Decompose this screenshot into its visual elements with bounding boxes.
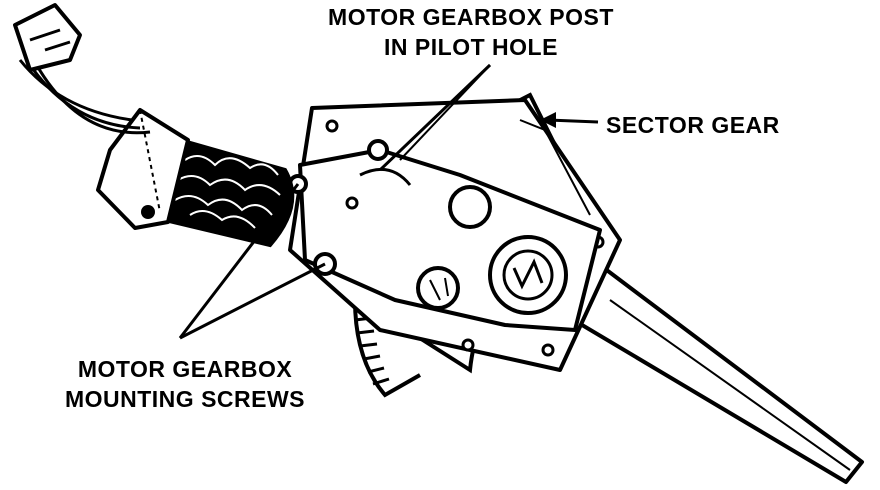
callout-mounting-screws: MOTOR GEARBOX MOUNTING SCREWS — [40, 354, 330, 414]
wire-connector — [13, 3, 82, 72]
leader-line-post — [378, 63, 492, 172]
motor-end-cap-bolt — [141, 205, 155, 219]
leader-line-post-2 — [399, 64, 491, 161]
gearbox-cover-circle — [448, 185, 492, 229]
callout-screws-line1: MOTOR GEARBOX — [77, 356, 293, 382]
motor-body — [162, 137, 295, 248]
callout-sector-gear: SECTOR GEAR — [606, 112, 780, 138]
callout-screws-line2: MOUNTING SCREWS — [64, 386, 306, 412]
callout-post-line2: IN PILOT HOLE — [384, 34, 558, 60]
leader-line-sector — [547, 118, 599, 124]
gearbox-post — [367, 139, 389, 161]
callout-motor-gearbox-post: MOTOR GEARBOX POST IN PILOT HOLE — [296, 2, 646, 62]
callout-post-line1: MOTOR GEARBOX POST — [328, 4, 614, 30]
gearbox-small-boss — [416, 266, 460, 310]
leader-arrowhead-sector — [540, 112, 556, 128]
leader-line-screw-upper — [178, 183, 300, 339]
leader-line-screw-lower — [179, 262, 326, 340]
motor-winding-texture — [174, 155, 281, 229]
